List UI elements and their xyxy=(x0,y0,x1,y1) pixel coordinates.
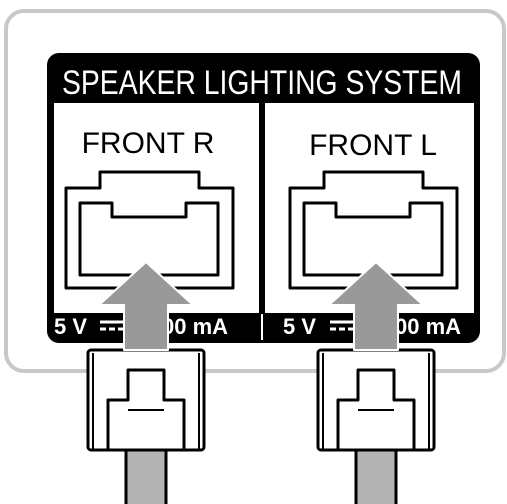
insert-arrow-icon xyxy=(328,261,424,351)
socket-front-r xyxy=(64,170,235,290)
insert-arrow-icon xyxy=(98,261,194,351)
rating-current-front-l: 00 mA xyxy=(395,314,461,339)
socket-front-l xyxy=(288,170,459,290)
rating-voltage-front-l: 5 V xyxy=(283,314,316,339)
port-label-front-r: FRONT R xyxy=(82,127,215,160)
cable-plug-front-r xyxy=(86,348,206,504)
rating-current-front-r: 00 mA xyxy=(162,314,228,339)
rating-voltage-front-r: 5 V xyxy=(54,314,87,339)
cable-plug-front-l xyxy=(316,348,436,504)
panel-title: SPEAKER LIGHTING SYSTEM xyxy=(62,64,462,102)
port-label-front-l: FRONT L xyxy=(309,129,437,162)
